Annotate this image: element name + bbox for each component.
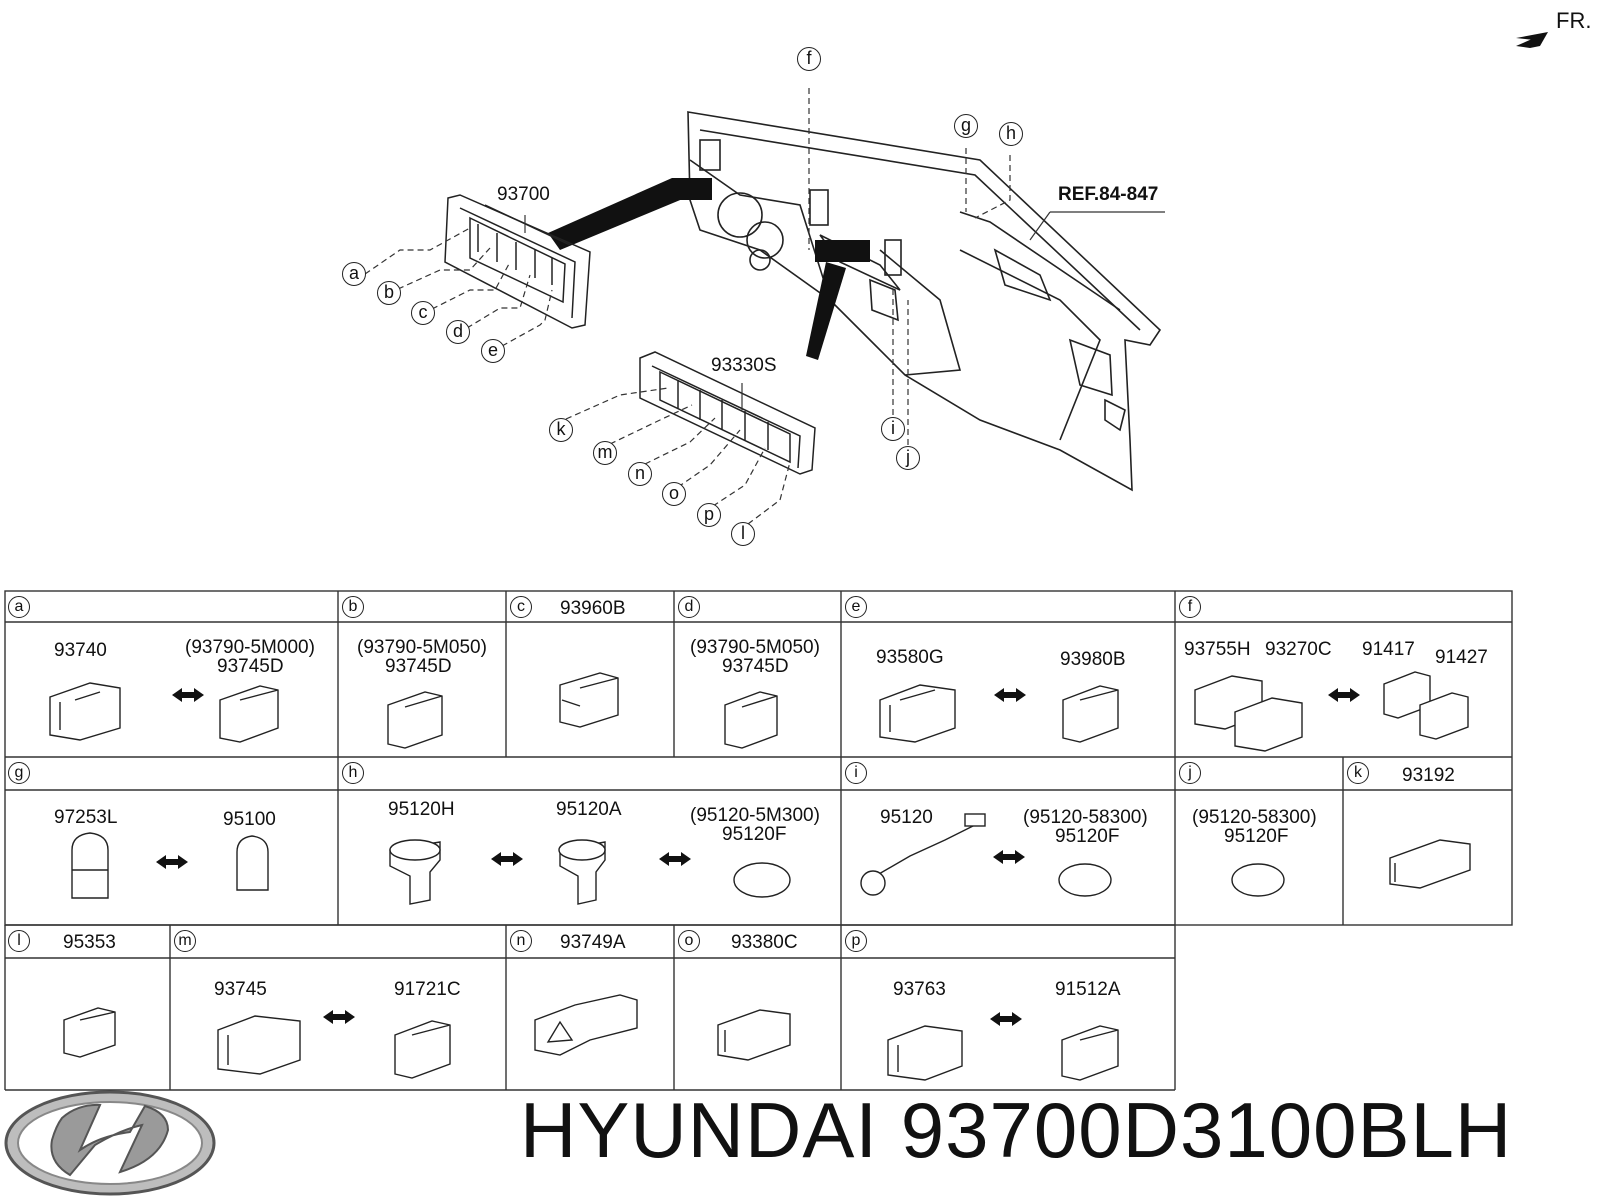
cell-letter-l: l bbox=[8, 930, 30, 952]
callout-e: e bbox=[481, 339, 505, 363]
cell-letter-e: e bbox=[845, 596, 867, 618]
cell-g-part: 97253L bbox=[54, 807, 118, 828]
cell-letter-h: h bbox=[342, 762, 364, 784]
cell-m-part: 91721C bbox=[394, 979, 461, 1000]
cell-letter-a: a bbox=[8, 596, 30, 618]
cell-f-part: 93270C bbox=[1265, 639, 1332, 660]
cell-h-part: 95120A bbox=[556, 799, 622, 820]
part-sketches bbox=[49, 671, 1471, 1081]
cell-i-part: (95120-58300) bbox=[1023, 807, 1148, 828]
interchange-arrow-icon bbox=[323, 1010, 355, 1024]
callout-n: n bbox=[628, 462, 652, 486]
cell-letter-o: o bbox=[678, 930, 700, 952]
cell-l-header-part: 95353 bbox=[63, 932, 116, 953]
cell-p-part: 93763 bbox=[893, 979, 946, 1000]
cell-d-part: (93790-5M050) bbox=[690, 637, 820, 658]
cell-f-part: 91417 bbox=[1362, 639, 1415, 660]
callout-b: b bbox=[377, 281, 401, 305]
cell-letter-f: f bbox=[1179, 596, 1201, 618]
cell-a-part: (93790-5M000) bbox=[185, 637, 315, 658]
cell-letter-d: d bbox=[678, 596, 700, 618]
cell-e-part: 93580G bbox=[876, 647, 944, 668]
callout-j: j bbox=[896, 446, 920, 470]
cell-h-part: 95120H bbox=[388, 799, 455, 820]
part-number-93700: 93700 bbox=[497, 184, 550, 205]
interchange-arrow-icon bbox=[172, 688, 204, 702]
interchange-arrow-icon bbox=[990, 1012, 1022, 1026]
cell-m-part: 93745 bbox=[214, 979, 267, 1000]
callout-a: a bbox=[342, 262, 366, 286]
interchange-arrow-icon bbox=[491, 852, 523, 866]
cell-c-header-part: 93960B bbox=[560, 598, 626, 619]
cell-letter-n: n bbox=[510, 930, 532, 952]
cell-letter-p: p bbox=[845, 930, 867, 952]
cell-f-part: 91427 bbox=[1435, 647, 1488, 668]
cell-n-header-part: 93749A bbox=[560, 932, 626, 953]
interchange-arrow-icon bbox=[993, 850, 1025, 864]
cell-j-part: 95120F bbox=[1224, 826, 1289, 847]
callout-o: o bbox=[662, 482, 686, 506]
parts-table-grid bbox=[4, 590, 1513, 1091]
callout-p: p bbox=[697, 503, 721, 527]
cell-letter-k: k bbox=[1347, 762, 1369, 784]
callout-g: g bbox=[954, 114, 978, 138]
cell-g-part: 95100 bbox=[223, 809, 276, 830]
dashboard-drawing bbox=[687, 111, 1162, 492]
cell-letter-j: j bbox=[1179, 762, 1201, 784]
front-direction-label: FR. bbox=[1556, 8, 1592, 33]
cell-i-part: 95120 bbox=[880, 807, 933, 828]
cell-a-part: 93740 bbox=[54, 640, 107, 661]
cell-letter-c: c bbox=[510, 596, 532, 618]
cell-letter-m: m bbox=[174, 930, 196, 952]
reference-label: REF.84-847 bbox=[1058, 184, 1159, 205]
cell-d-part: 93745D bbox=[722, 656, 789, 677]
cell-b-part: 93745D bbox=[385, 656, 452, 677]
cell-k-header-part: 93192 bbox=[1402, 765, 1455, 786]
callout-l: l bbox=[731, 522, 755, 546]
cell-j-part: (95120-58300) bbox=[1192, 807, 1317, 828]
cluster-switch-panel-block bbox=[672, 178, 712, 200]
front-arrow-icon bbox=[1516, 32, 1548, 48]
interchange-arrow-icons bbox=[156, 688, 1360, 1026]
interchange-arrow-icon bbox=[659, 852, 691, 866]
callout-c: c bbox=[411, 301, 435, 325]
cell-p-part: 91512A bbox=[1055, 979, 1121, 1000]
cell-o-header-part: 93380C bbox=[731, 932, 798, 953]
interchange-arrow-icon bbox=[994, 688, 1026, 702]
cell-a-part: 93745D bbox=[217, 656, 284, 677]
brand-part-number-title: HYUNDAI 93700D3100BLH bbox=[520, 1086, 1513, 1174]
switch-panel-93700-drawing bbox=[444, 194, 591, 329]
leader-lines bbox=[364, 88, 1011, 525]
leader-wedge bbox=[548, 178, 685, 250]
switch-panel-93330S-drawing bbox=[639, 351, 816, 475]
cell-f-part: 93755H bbox=[1184, 639, 1251, 660]
callout-k: k bbox=[549, 418, 573, 442]
callout-d: d bbox=[446, 320, 470, 344]
cell-letter-b: b bbox=[342, 596, 364, 618]
interchange-arrow-icon bbox=[156, 855, 188, 869]
cell-b-part: (93790-5M050) bbox=[357, 637, 487, 658]
cell-letter-g: g bbox=[8, 762, 30, 784]
callout-m: m bbox=[593, 441, 617, 465]
cell-i-part: 95120F bbox=[1055, 826, 1120, 847]
cell-e-part: 93980B bbox=[1060, 649, 1126, 670]
part-number-93330S: 93330S bbox=[711, 355, 777, 376]
interchange-arrow-icon bbox=[1328, 688, 1360, 702]
cell-h-part: (95120-5M300) bbox=[690, 805, 820, 826]
cell-h-part: 95120F bbox=[722, 824, 787, 845]
center-switch-panel-block bbox=[815, 240, 870, 262]
callout-f: f bbox=[797, 47, 821, 71]
callout-h: h bbox=[999, 122, 1023, 146]
hyundai-logo bbox=[4, 1090, 216, 1196]
leader-wedge bbox=[806, 262, 846, 360]
callout-i: i bbox=[881, 417, 905, 441]
cell-letter-i: i bbox=[845, 762, 867, 784]
